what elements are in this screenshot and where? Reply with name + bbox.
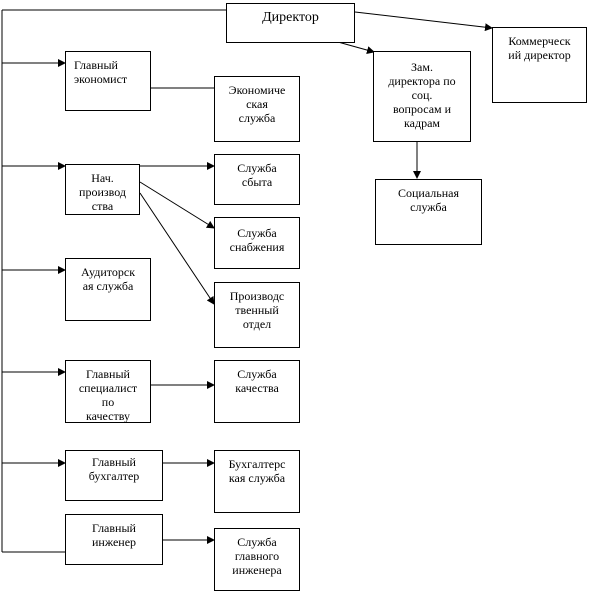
arrow-production-department <box>139 192 215 305</box>
chief-accountant-box: Главный бухгалтер <box>65 450 163 501</box>
chief-engineer-box: Главный инженер <box>65 514 163 565</box>
production-head-box: Нач. производ ства <box>65 164 140 215</box>
chief-engineer-service-box: Служба главного инженера <box>214 528 300 591</box>
deputy-director-box: Зам. директора по соц. вопросам и кадрам <box>373 51 471 142</box>
arrow-director-commercial <box>354 11 493 32</box>
arrow-production-supply <box>139 181 215 229</box>
chief-economist-box: Главный экономист <box>65 51 151 111</box>
sales-service-box: Служба сбыта <box>214 154 300 205</box>
audit-service-box: Аудиторск ая служба <box>65 258 151 321</box>
quality-service-box: Служба качества <box>214 360 300 423</box>
economic-service-box: Экономиче ская служба <box>214 76 300 142</box>
chief-quality-specialist-box: Главный специалист по качеству <box>65 360 151 423</box>
director-box: Директор <box>226 3 355 43</box>
supply-service-box: Служба снабжения <box>214 217 300 269</box>
arrow-director-deputy <box>337 41 375 54</box>
commercial-director-box: Коммерческ ий директор <box>492 27 587 103</box>
social-service-box: Социальная служба <box>375 179 482 245</box>
production-department-box: Производс твенный отдел <box>214 282 300 348</box>
accounting-service-box: Бухгалтерс кая служба <box>214 450 300 513</box>
